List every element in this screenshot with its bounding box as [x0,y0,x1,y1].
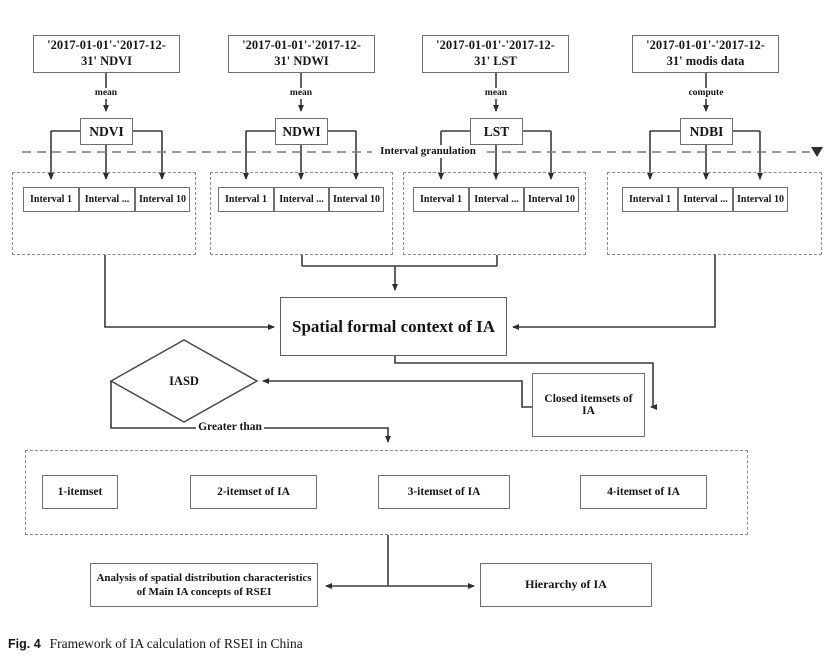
source-box-ndwi-line2: 31' NDWI [274,54,329,68]
interval-box: Interval 1 [413,187,469,212]
analysis-line2: of Main IA concepts of RSEI [136,586,272,598]
interval-container-ndvi [12,172,196,255]
decision-diamond [109,339,259,423]
interval-box: Interval 10 [135,187,190,212]
interval-box: Interval ... [79,187,135,212]
op-label-mean-ndwi: mean [269,88,333,100]
analysis-box: Analysis of spatial distribution charact… [90,563,318,607]
source-box-ndwi: '2017-01-01'-'2017-12- 31' NDWI [228,35,375,73]
iasd-decision-label: IASD [169,374,199,388]
interval-box: Interval 10 [733,187,788,212]
greater-than-label: Greater than [196,421,264,433]
source-box-modis-line2: 31' modis data [666,54,745,68]
interval-box: Interval 1 [622,187,678,212]
itemset-box-1: 1-itemset [42,475,118,509]
granulation-label: Interval granulation [372,145,484,159]
index-box-lst: LST [470,118,523,145]
interval-box: Interval 10 [524,187,579,212]
figure-caption-label: Fig. 4 [8,637,41,651]
hierarchy-box: Hierarchy of IA [480,563,652,607]
itemsets-container [25,450,748,535]
itemset-box-4: 4-itemset of IA [580,475,707,509]
source-box-lst-line2: 31' LST [474,54,517,68]
index-box-ndvi: NDVI [80,118,133,145]
op-label-compute: compute [674,88,738,100]
source-box-lst: '2017-01-01'-'2017-12- 31' LST [422,35,569,73]
figure-caption-text: Framework of IA calculation of RSEI in C… [49,636,303,651]
interval-container-ndbi [607,172,822,255]
spatial-formal-context-box: Spatial formal context of IA [280,297,507,356]
op-label-mean-ndvi: mean [74,88,138,100]
source-box-ndvi-line1: '2017-01-01'-'2017-12- [47,38,166,53]
interval-box: Interval 10 [329,187,384,212]
interval-box: Interval ... [678,187,733,212]
source-box-lst-line1: '2017-01-01'-'2017-12- [436,38,555,53]
connector-c1-to-context [104,255,275,330]
connector-context-to-closed [394,356,657,410]
index-box-ndbi: NDBI [680,118,733,145]
itemset-box-3: 3-itemset of IA [378,475,510,509]
interval-box: Interval ... [469,187,524,212]
op-label-mean-lst: mean [464,88,528,100]
connector-group-ndvi [48,73,165,180]
interval-container-lst [403,172,586,255]
interval-box: Interval ... [274,187,329,212]
connector-c4-to-context [512,255,716,330]
index-box-ndwi: NDWI [275,118,328,145]
source-box-modis-line1: '2017-01-01'-'2017-12- [646,38,765,53]
source-box-modis: '2017-01-01'-'2017-12- 31' modis data [632,35,779,73]
figure-caption: Fig. 4 Framework of IA calculation of RSE… [8,636,708,652]
source-box-ndwi-line1: '2017-01-01'-'2017-12- [242,38,361,53]
itemset-box-2: 2-itemset of IA [190,475,317,509]
interval-container-ndwi [210,172,393,255]
analysis-line1: Analysis of spatial distribution charact… [96,571,312,584]
closed-itemsets-box: Closed itemsets of IA [532,373,645,437]
source-box-ndvi: '2017-01-01'-'2017-12- 31' NDVI [33,35,180,73]
source-box-ndvi-line2: 31' NDVI [80,54,133,68]
connector-closed-to-iasd [262,378,532,408]
interval-box: Interval 1 [218,187,274,212]
interval-box: Interval 1 [23,187,79,212]
